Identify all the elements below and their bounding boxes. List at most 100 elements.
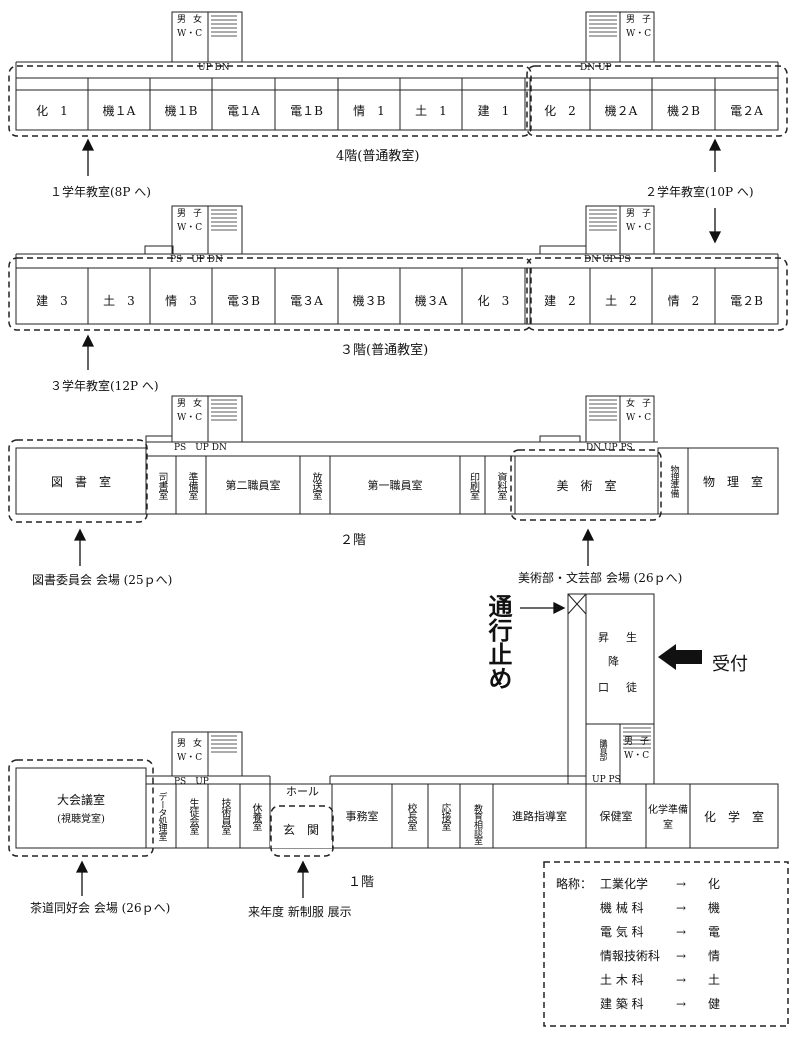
legend-row-1-abbr: 化: [708, 877, 721, 891]
room-tech-staff: 技術員室: [219, 798, 230, 834]
legend-row-6-abbr: 健: [708, 997, 721, 1011]
room-4f-5: 電１B: [290, 103, 323, 118]
room-4f-1: 化 1: [36, 103, 68, 118]
wc-label-2f-right-2: 子: [642, 399, 652, 409]
room-office: 事務室: [345, 810, 379, 823]
wc-label-3f-right-2: 子: [642, 209, 652, 219]
room-prep: 準備室: [186, 471, 197, 499]
floor-title-3f: ３階(普通教室): [340, 343, 429, 358]
legend-title: 略称：: [556, 877, 593, 891]
shoe-area-5: 徒: [626, 681, 637, 694]
note-4f-right: ２学年教室(10P へ): [645, 185, 754, 199]
room-3f-8: 化 3: [477, 293, 510, 308]
legend-row-3-abbr: 電: [708, 925, 721, 939]
shoe-area-3: 降: [608, 655, 619, 668]
room-art: 美 術 室: [556, 478, 617, 493]
wc-label-1f-right-1: 男: [624, 737, 634, 747]
legend-row-2-abbr: 機: [708, 901, 721, 915]
room-4f-10: 機２A: [604, 103, 638, 118]
wc-label-1f-left-1: 男: [177, 739, 187, 749]
room-3f-1: 建 3: [36, 293, 68, 308]
wc-label-1f-left-2: 女: [193, 739, 203, 749]
wc-label-3f-left-3: W・C: [177, 223, 203, 233]
note-3f-left: ３学年教室(12P へ): [50, 379, 159, 393]
room-rest: 休養室: [250, 802, 261, 830]
legend-row-5-abbr: 土: [708, 973, 721, 987]
wc-label-4f-left-1: 男: [177, 15, 187, 25]
stair-label-1f-right: UP PS: [592, 775, 621, 785]
note-2f-right: 美術部・文芸部 会場 (26ｐへ): [518, 571, 683, 585]
wc-label-2f-left-1: 男: [177, 399, 187, 409]
room-3f-5: 電３A: [290, 293, 323, 308]
room-broadcast: 放送室: [310, 471, 321, 499]
room-library: 図 書 室: [50, 474, 111, 489]
room-print: 印刷室: [467, 471, 479, 499]
stair-label-2f-right: DN UP PS: [586, 443, 633, 453]
room-career: 進路指導室: [512, 810, 567, 823]
room-4f-3: 機１B: [164, 103, 198, 118]
room-staff-1: 第一職員室: [367, 479, 423, 492]
wc-label-2f-left-3: W・C: [177, 413, 203, 423]
floor-title-2f: ２階: [340, 533, 367, 548]
shoe-area-4: 口: [598, 681, 609, 694]
wc-label-3f-right-3: W・C: [626, 223, 652, 233]
legend-row-5-name: 土 木 科: [600, 973, 644, 987]
room-4f-12: 電２A: [730, 103, 763, 118]
wc-label-2f-right-3: W・C: [626, 413, 652, 423]
stair-label-4f-left: UP DN: [198, 63, 230, 73]
room-data-processing: データ処理室: [156, 792, 167, 840]
wc-label-3f-right-1: 男: [626, 209, 636, 219]
room-entrance: 玄 関: [282, 822, 319, 837]
room-reception: 応接室: [439, 802, 450, 830]
room-hall: ホール: [286, 785, 319, 798]
legend-row-4-name: 情報技術科: [600, 949, 661, 963]
room-4f-11: 機２B: [667, 103, 700, 118]
stair-label-3f-right: DN UP PS: [584, 255, 631, 265]
wc-label-4f-left-3: W・C: [177, 29, 203, 39]
legend-row-6-arrow: →: [676, 997, 687, 1011]
room-chemistry: 化 学 室: [703, 809, 764, 824]
room-chemistry-prep: 化学準備室: [648, 805, 688, 831]
room-librarian: 司書室: [156, 471, 167, 499]
note-2f-left: 図書委員会 会場 (25ｐへ): [32, 573, 173, 587]
room-physics-prep: 物理準備: [668, 465, 679, 497]
shoe-area-2: 生: [626, 631, 637, 644]
room-counseling: 教育相談室: [472, 804, 482, 844]
room-3f-4: 電３B: [227, 293, 260, 308]
room-3f-11: 情 2: [667, 293, 700, 308]
room-4f-6: 情 1: [353, 103, 385, 118]
stair-label-3f-left: PS UP DN: [170, 255, 223, 265]
reception-label: 受付: [712, 654, 748, 675]
wc-label-1f-right-3: W・C: [624, 751, 650, 761]
room-3f-12: 電２B: [730, 293, 763, 308]
wc-label-4f-left-2: 女: [193, 15, 203, 25]
legend-row-1-name: 工業化学: [600, 877, 649, 891]
room-4f-8: 建 1: [477, 103, 510, 118]
room-principal: 校長室: [405, 802, 416, 830]
room-health: 保健室: [599, 810, 633, 823]
wc-label-4f-right-1: 男: [626, 15, 636, 25]
room-3f-9: 建 2: [544, 293, 576, 308]
room-assembly-sub: (視聴覚室): [57, 813, 105, 825]
stair-label-1f-left: PS UP: [174, 777, 209, 787]
legend-row-2-name: 機 械 科: [600, 901, 644, 915]
wc-label-1f-right-2: 子: [640, 737, 650, 747]
wc-label-4f-right-3: W・C: [626, 29, 652, 39]
legend-row-5-arrow: →: [676, 973, 687, 987]
legend-row-4-arrow: →: [676, 949, 687, 963]
wc-label-4f-right-2: 子: [642, 15, 652, 25]
room-physics: 物 理 室: [702, 474, 763, 489]
room-assembly: 大会議室: [56, 792, 105, 807]
legend-row-1-arrow: →: [676, 877, 687, 891]
note-1f-left: 茶道同好会 会場 (26ｐへ): [30, 901, 171, 915]
room-3f-2: 土 3: [103, 293, 135, 308]
wc-label-2f-right-1: 女: [626, 399, 636, 409]
note-4f-left: １学年教室(8P へ): [50, 185, 151, 199]
stair-label-4f-right: DN UP: [580, 63, 612, 73]
note-1f-center: 来年度 新制服 展示: [248, 905, 352, 919]
stair-label-2f-left: PS UP DN: [174, 443, 227, 453]
room-3f-10: 土 2: [605, 293, 637, 308]
shoe-area-1: 昇: [598, 631, 609, 644]
room-shop: 購買部: [599, 738, 608, 760]
